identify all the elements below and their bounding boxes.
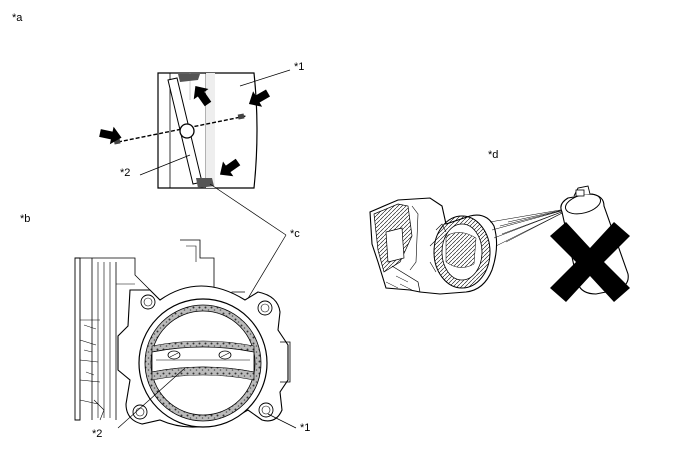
label-throttle-valve-bottom: *2	[92, 428, 103, 440]
spray-mist	[489, 207, 573, 247]
arrow-icon	[193, 85, 212, 107]
arrow-icon	[99, 126, 122, 145]
x-mark-icon	[550, 222, 630, 302]
deposit-top	[178, 74, 200, 82]
throttle-body-front	[74, 239, 291, 428]
arrow-icon	[219, 158, 241, 177]
label-view-b: *b	[20, 213, 31, 225]
arrow-icon	[248, 89, 270, 107]
label-view-a: *a	[12, 12, 23, 24]
label-throttle-body-bottom: *1	[300, 422, 311, 434]
throttle-body-perspective	[369, 197, 498, 295]
deposit-bottom	[196, 178, 214, 188]
bore-cross-section	[113, 72, 258, 189]
label-throttle-body-top: *1	[294, 61, 305, 73]
label-deposit: *c	[290, 228, 300, 240]
label-throttle-valve-top: *2	[120, 167, 131, 179]
label-view-d: *d	[488, 149, 499, 161]
